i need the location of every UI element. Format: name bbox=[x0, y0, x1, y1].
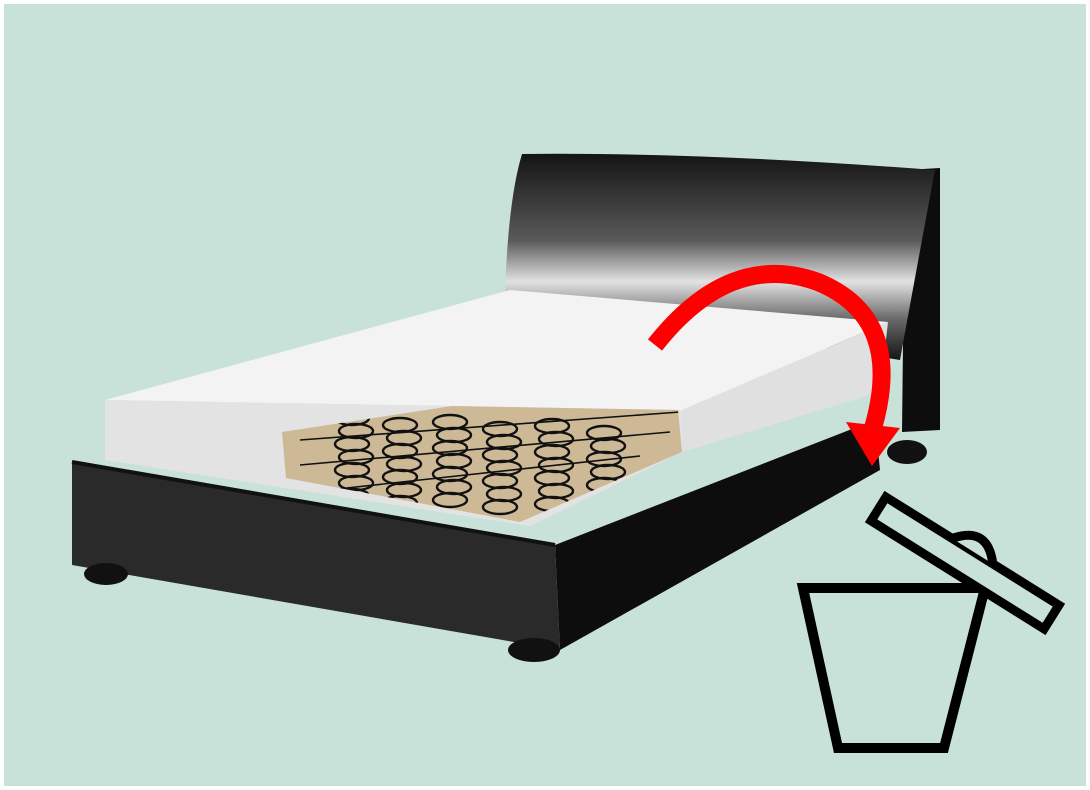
bed-foot-front-right bbox=[508, 638, 560, 662]
bed-foot-back-right bbox=[887, 440, 927, 464]
bed-foot-front-left bbox=[84, 563, 128, 585]
